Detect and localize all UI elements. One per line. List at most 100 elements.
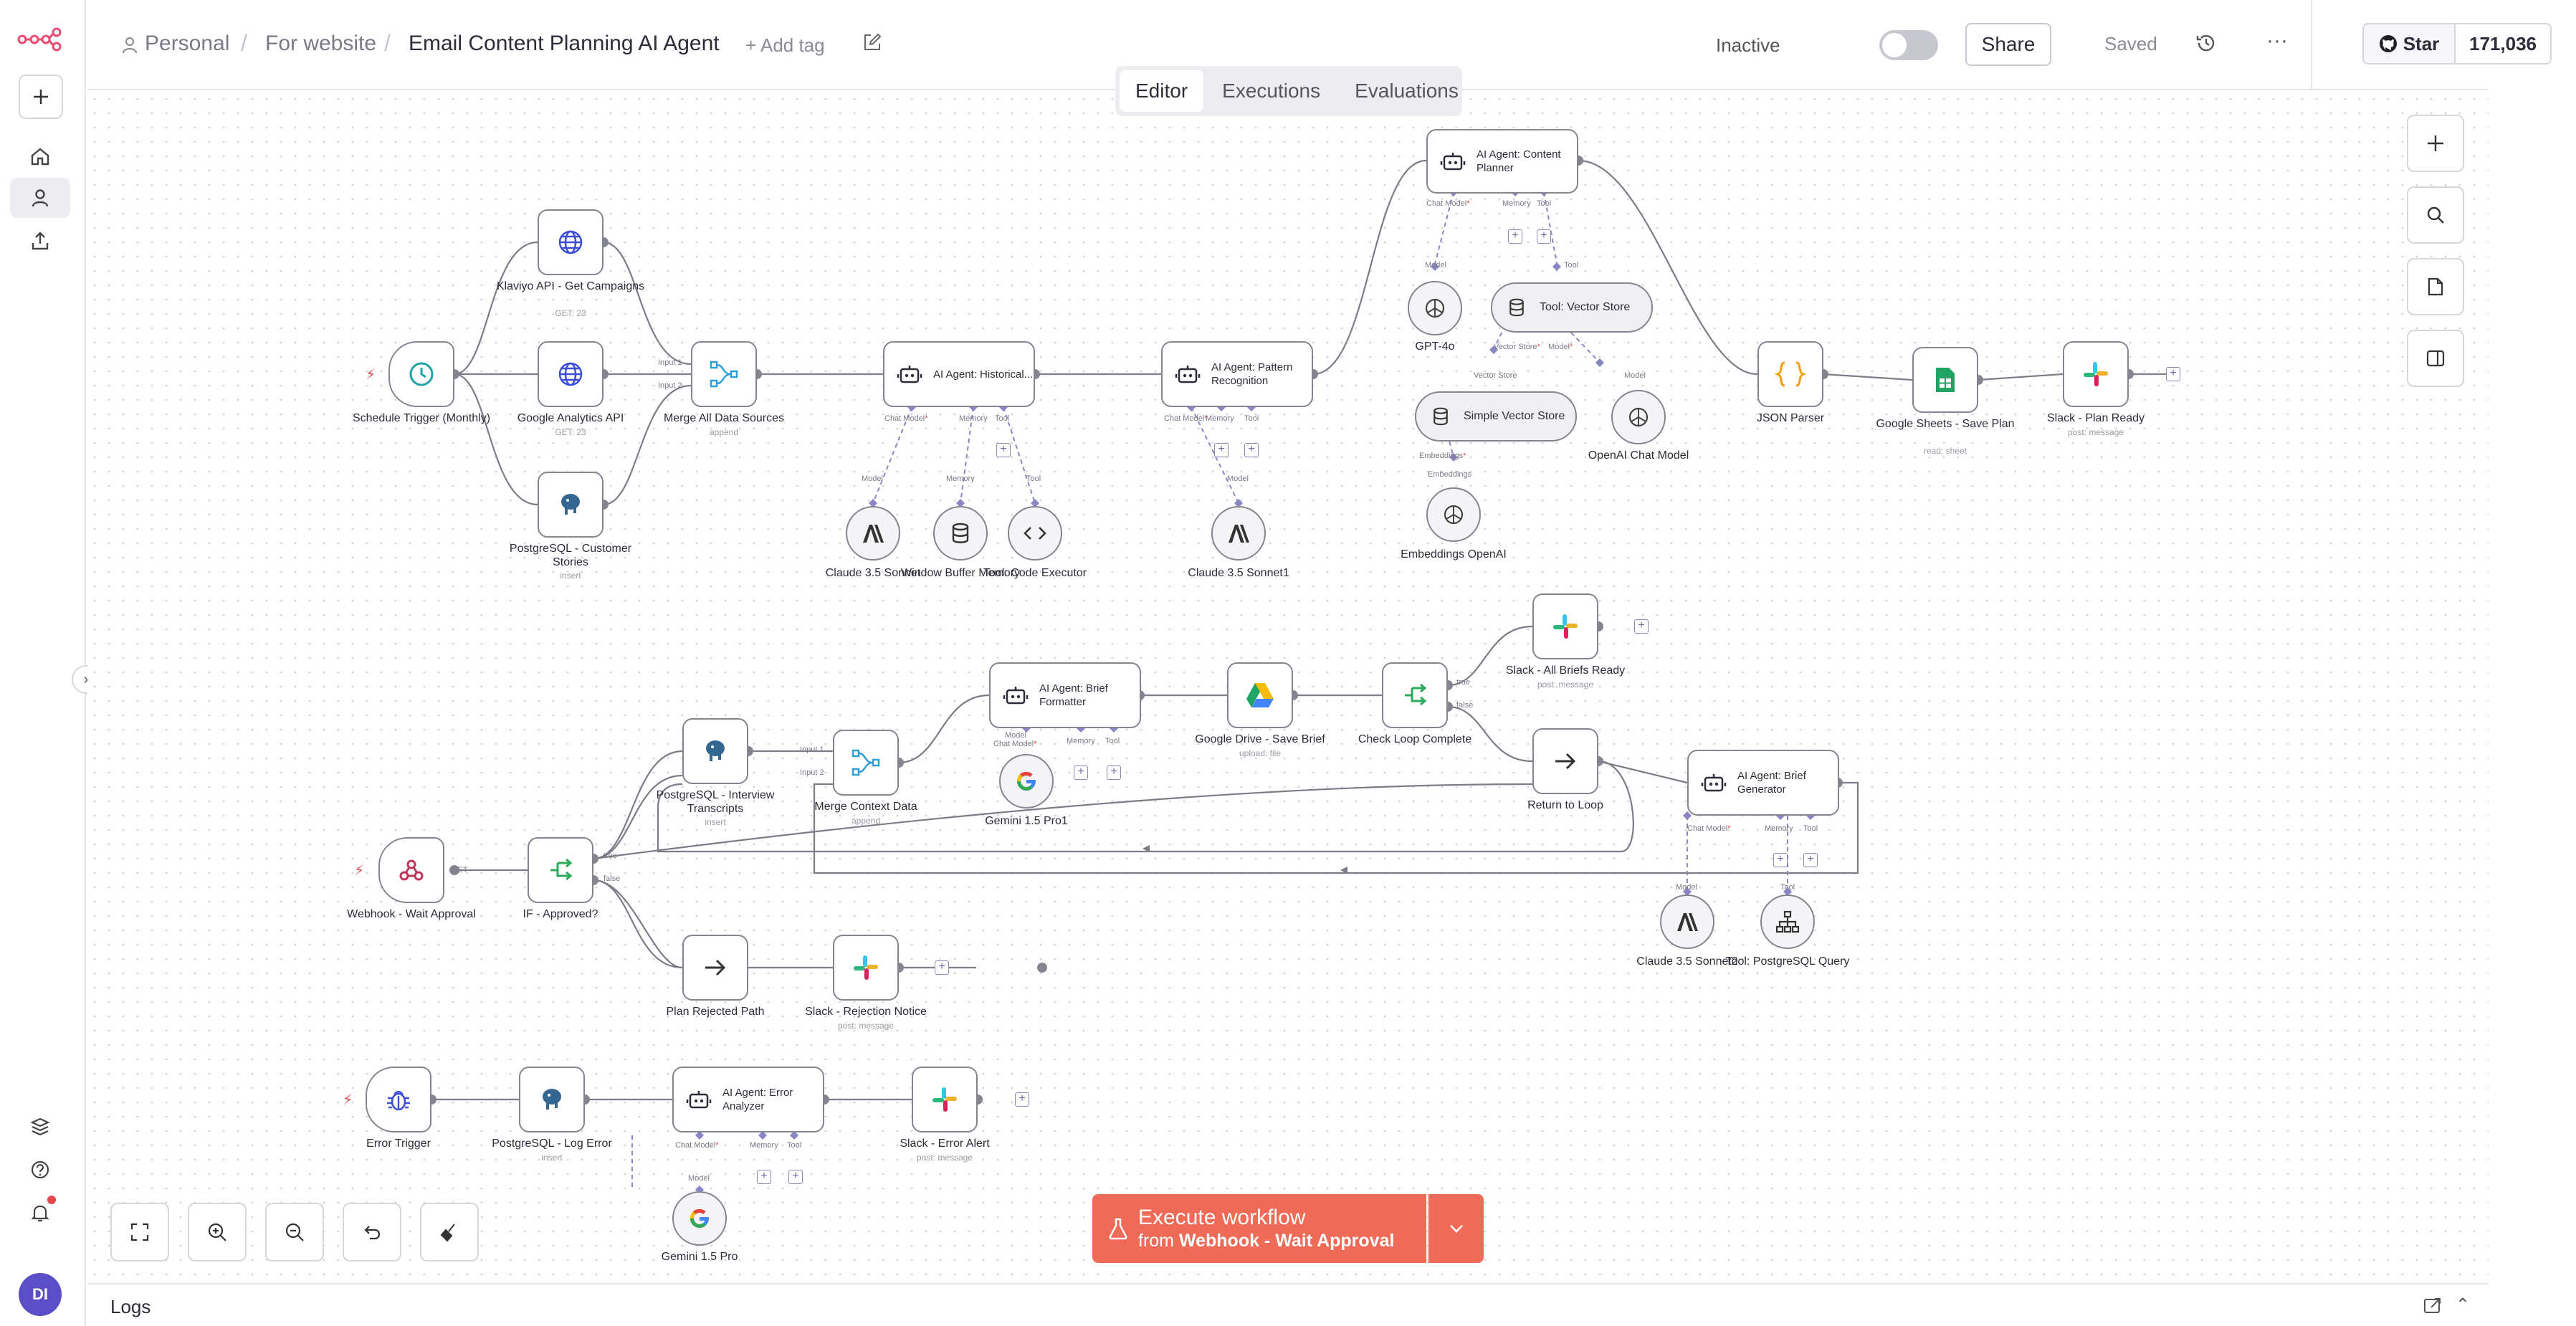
tab-evaluations[interactable]: Evaluations bbox=[1355, 80, 1459, 102]
node-google-analytics-api[interactable] bbox=[538, 341, 604, 407]
reset-zoom-button[interactable] bbox=[343, 1203, 401, 1261]
n8n-logo[interactable] bbox=[17, 27, 62, 52]
toggle-panel-button[interactable] bbox=[2407, 330, 2464, 387]
sidebar-item-overview[interactable] bbox=[10, 136, 70, 176]
node-plan-rejected-path[interactable] bbox=[682, 935, 748, 1001]
node-json-parser[interactable] bbox=[1757, 341, 1823, 407]
node-claude-sonnet1[interactable] bbox=[1211, 506, 1266, 561]
user-avatar[interactable]: DI bbox=[19, 1273, 62, 1316]
node-schedule-trigger[interactable] bbox=[388, 341, 454, 407]
github-star-count[interactable]: 171,036 bbox=[2454, 23, 2552, 65]
node-ai-agent-pattern[interactable]: AI Agent: Pattern Recognition bbox=[1161, 341, 1313, 407]
pop-out-icon[interactable] bbox=[2423, 1296, 2443, 1316]
node-ai-agent-content-planner[interactable]: AI Agent: Content Planner bbox=[1426, 129, 1578, 194]
workflow-canvas[interactable]: ⚡ Schedule Trigger (Monthly) Klaviyo API… bbox=[87, 92, 2489, 1282]
more-options-icon[interactable]: ··· bbox=[2266, 29, 2288, 52]
tab-editor[interactable]: Editor bbox=[1120, 70, 1204, 112]
node-label: Slack - Error Alert bbox=[900, 1137, 990, 1150]
node-gpt4o[interactable] bbox=[1408, 281, 1462, 335]
node-slack-plan-ready[interactable] bbox=[2063, 341, 2129, 407]
node-ai-agent-error-analyzer[interactable]: AI Agent: Error Analyzer bbox=[672, 1067, 824, 1132]
breadcrumb-folder[interactable]: For website bbox=[265, 32, 377, 55]
node-window-buffer-memory[interactable] bbox=[933, 506, 988, 561]
add-next-node-button[interactable]: + bbox=[935, 960, 949, 975]
sidebar-item-shared[interactable] bbox=[10, 221, 70, 261]
node-openai-chat-model[interactable] bbox=[1611, 390, 1666, 444]
sidebar-item-personal[interactable] bbox=[10, 178, 70, 218]
add-tool-button[interactable]: + bbox=[1244, 443, 1259, 457]
add-sticky-note-button[interactable] bbox=[2407, 258, 2464, 315]
node-postgres-log-error[interactable] bbox=[519, 1067, 585, 1132]
arrow-right-icon bbox=[705, 959, 726, 976]
sidebar-item-notifications[interactable] bbox=[10, 1193, 70, 1233]
node-return-to-loop[interactable] bbox=[1532, 728, 1598, 794]
add-memory-button[interactable]: + bbox=[757, 1170, 771, 1184]
node-slack-all-briefs-ready[interactable] bbox=[1532, 593, 1598, 659]
github-star-button[interactable]: Star bbox=[2362, 23, 2456, 65]
port-label: Input 1 bbox=[800, 745, 824, 754]
add-memory-button[interactable]: + bbox=[1773, 853, 1788, 867]
node-google-drive-save[interactable] bbox=[1227, 662, 1293, 728]
node-merge-all-data[interactable] bbox=[691, 341, 757, 407]
tab-executions[interactable]: Executions bbox=[1222, 80, 1321, 102]
add-next-node-button[interactable]: + bbox=[1634, 619, 1649, 634]
port-label-false: false bbox=[1456, 701, 1474, 710]
node-webhook-wait-approval[interactable] bbox=[378, 837, 444, 903]
add-tool-button[interactable]: + bbox=[1107, 765, 1121, 780]
node-ai-agent-brief-generator[interactable]: AI Agent: Brief Generator bbox=[1687, 750, 1839, 816]
port-label-tool: Tool bbox=[995, 414, 1010, 423]
history-icon[interactable] bbox=[2193, 30, 2219, 56]
add-next-node-button[interactable]: + bbox=[2166, 367, 2180, 381]
breadcrumb-project[interactable]: Personal bbox=[145, 32, 230, 55]
node-claude-sonnet2[interactable] bbox=[1660, 895, 1714, 949]
node-slack-error-alert[interactable] bbox=[912, 1067, 978, 1132]
node-gemini-pro1[interactable] bbox=[999, 754, 1054, 809]
create-new-button[interactable] bbox=[19, 75, 63, 119]
edit-description-icon[interactable] bbox=[862, 32, 883, 53]
add-node-button[interactable] bbox=[2407, 115, 2464, 172]
add-tool-button[interactable]: + bbox=[996, 443, 1011, 457]
zoom-out-button[interactable] bbox=[265, 1203, 324, 1261]
add-tool-button[interactable]: + bbox=[1537, 229, 1551, 244]
node-gemini-pro[interactable] bbox=[672, 1191, 727, 1246]
share-button[interactable]: Share bbox=[1965, 23, 2051, 66]
node-simple-vector-store[interactable]: Simple Vector Store bbox=[1415, 391, 1577, 442]
node-ai-agent-brief-formatter[interactable]: AI Agent: Brief Formatter bbox=[989, 662, 1141, 728]
node-tool-code-executor[interactable] bbox=[1008, 506, 1062, 561]
add-memory-button[interactable]: + bbox=[1214, 443, 1229, 457]
node-error-trigger[interactable] bbox=[366, 1067, 431, 1132]
node-embeddings-openai[interactable] bbox=[1426, 487, 1481, 542]
tidy-up-button[interactable] bbox=[420, 1203, 479, 1261]
connection-edge bbox=[1823, 373, 1913, 381]
sidebar-item-templates[interactable] bbox=[10, 1107, 70, 1147]
logs-panel-bar[interactable]: Logs ⌃ bbox=[87, 1283, 2489, 1326]
code-icon bbox=[1024, 527, 1046, 540]
chevron-up-icon[interactable]: ⌃ bbox=[2455, 1295, 2470, 1315]
zoom-in-button[interactable] bbox=[188, 1203, 247, 1261]
node-slack-rejection-notice[interactable] bbox=[833, 935, 899, 1001]
execute-workflow-button[interactable]: Execute workflow from Webhook - Wait App… bbox=[1092, 1194, 1426, 1263]
node-google-sheets[interactable] bbox=[1912, 347, 1978, 413]
node-tool-vector-store[interactable]: Tool: Vector Store bbox=[1491, 282, 1653, 333]
node-if-approved[interactable] bbox=[528, 837, 593, 903]
execute-options-dropdown[interactable] bbox=[1428, 1194, 1484, 1263]
sidebar-item-help[interactable] bbox=[10, 1150, 70, 1190]
node-postgres-customer-stories[interactable] bbox=[538, 472, 604, 538]
node-ai-agent-historical[interactable]: AI Agent: Historical... bbox=[883, 341, 1035, 407]
add-tag-button[interactable]: + Add tag bbox=[745, 34, 825, 56]
node-tool-postgres-query[interactable] bbox=[1760, 895, 1815, 949]
add-tool-button[interactable]: + bbox=[788, 1170, 803, 1184]
add-memory-button[interactable]: + bbox=[1074, 765, 1088, 780]
search-nodes-button[interactable] bbox=[2407, 186, 2464, 244]
node-check-loop-complete[interactable] bbox=[1382, 662, 1448, 728]
add-memory-button[interactable]: + bbox=[1508, 229, 1522, 244]
add-tool-button[interactable]: + bbox=[1803, 853, 1818, 867]
node-merge-context-data[interactable] bbox=[833, 730, 899, 796]
activate-toggle[interactable] bbox=[1879, 30, 1938, 60]
workflow-name[interactable]: Email Content Planning AI Agent bbox=[409, 32, 720, 55]
fit-view-button[interactable] bbox=[110, 1203, 169, 1261]
add-next-node-button[interactable]: + bbox=[1015, 1092, 1029, 1107]
node-klaviyo-api[interactable] bbox=[538, 209, 604, 275]
node-claude-sonnet[interactable] bbox=[846, 506, 900, 561]
node-postgres-interview-transcripts[interactable] bbox=[682, 718, 748, 784]
